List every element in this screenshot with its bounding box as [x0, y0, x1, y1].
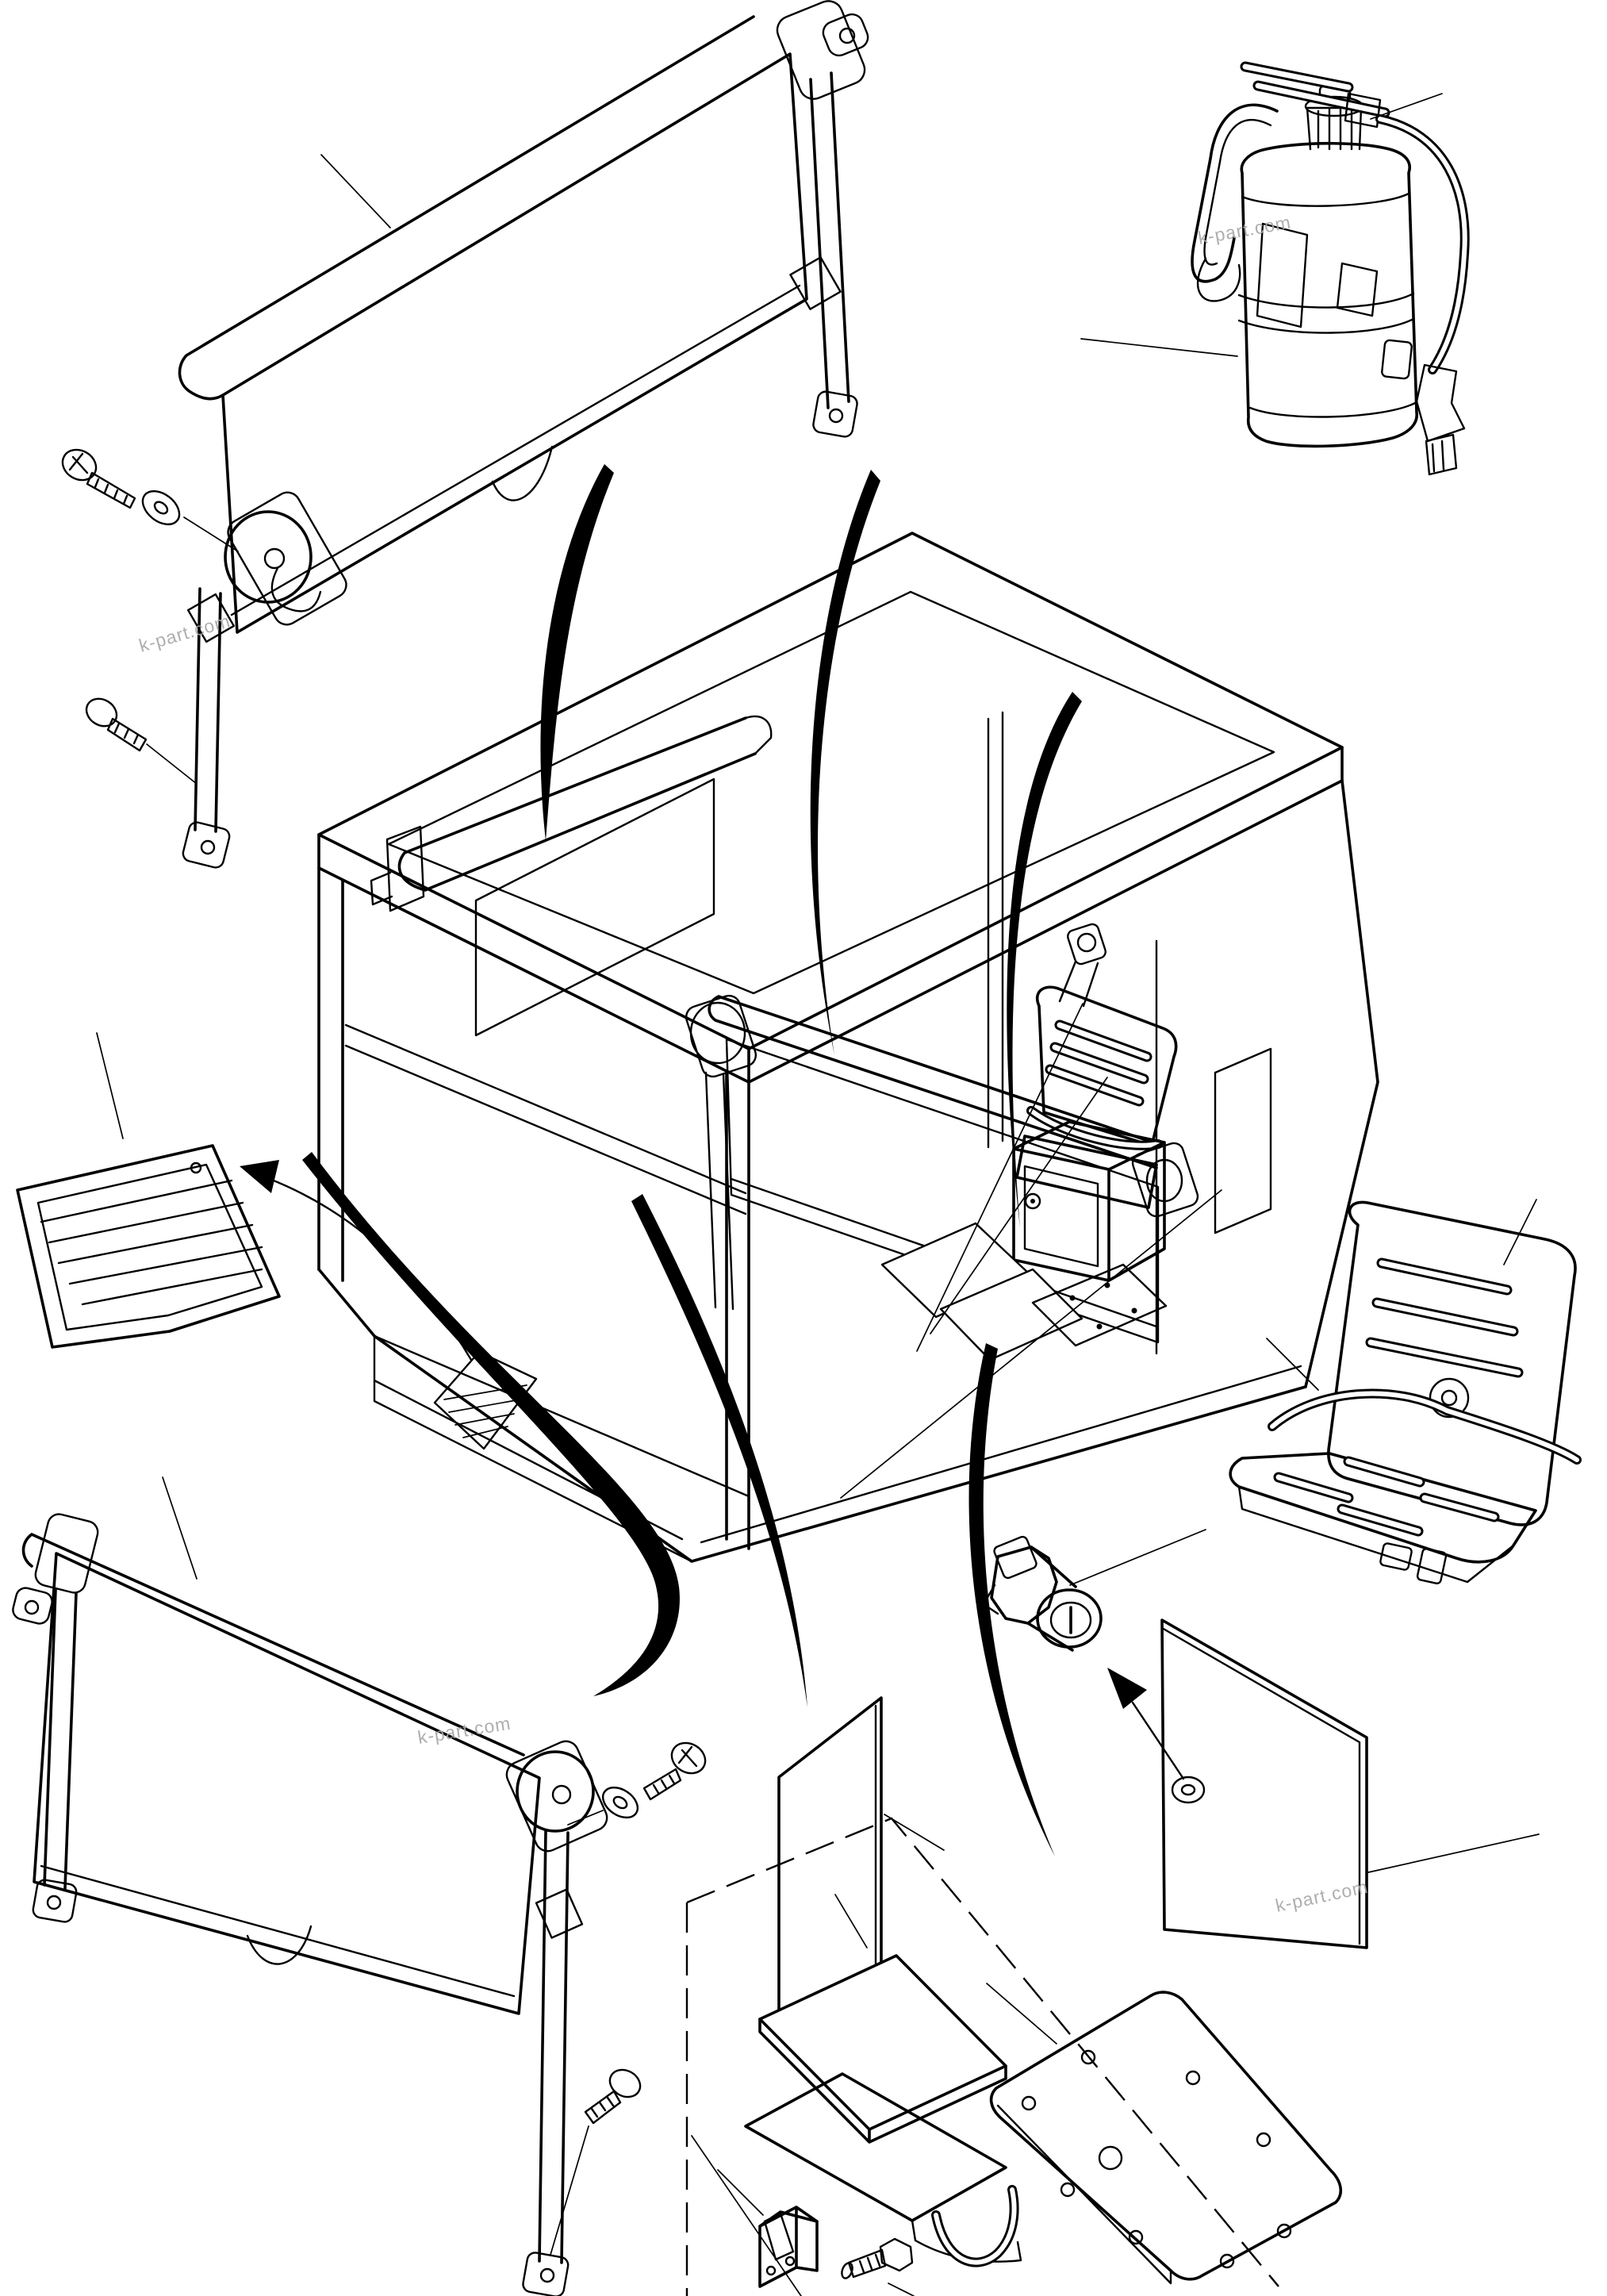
curtain-canvas — [33, 1552, 541, 2015]
tub-bottom-edge — [317, 1268, 1307, 1563]
seat-base — [1237, 1485, 1515, 1584]
mount-bracket — [1191, 103, 1279, 283]
leader-line — [1266, 1338, 1319, 1391]
step-assembly — [685, 1817, 1279, 2296]
leader-line — [320, 154, 391, 228]
left-arm-foot — [32, 1879, 78, 1923]
tub-front-sill — [373, 1334, 1302, 1563]
right-top-bracket — [776, 0, 866, 100]
angle-bracket — [758, 2206, 819, 2288]
leader-line — [1080, 338, 1238, 357]
front-mid-rail — [344, 1023, 747, 1215]
right-arm-foot — [522, 2252, 570, 2296]
tray-outer — [16, 1144, 281, 1349]
nozzle — [1415, 363, 1466, 443]
pull-notch — [491, 445, 554, 501]
washer — [601, 1786, 639, 1819]
curtain-roller-tube — [178, 15, 755, 401]
leader-line — [162, 1476, 198, 1580]
curtain-roller-tube — [21, 1533, 525, 1757]
valve-neck — [1306, 106, 1363, 151]
motion-arrows — [302, 464, 1082, 1856]
washer — [141, 490, 181, 526]
strap-band — [1237, 292, 1415, 334]
assembly-boundary — [685, 1817, 1279, 2296]
swoosh-rear-curtain — [302, 1152, 680, 1696]
watermarks: k-part.com k-part.com k-part.com k-part.… — [136, 212, 1370, 1916]
installed-rear-curtain — [685, 994, 1199, 1344]
leader-line — [1370, 93, 1443, 120]
rear-post — [987, 711, 1004, 1149]
leader-line — [1069, 1529, 1206, 1586]
installed-front-roller — [370, 715, 773, 1037]
watermark: k-part.com — [1274, 1876, 1370, 1916]
arrowhead — [240, 1160, 279, 1193]
mounting-plate — [986, 1983, 1342, 2285]
leader-line — [96, 1032, 124, 1139]
leader-line — [717, 2169, 764, 2216]
key-lock-cylinder — [982, 1529, 1206, 1780]
install-arrow — [1131, 1701, 1185, 1780]
lock-face — [1036, 1588, 1103, 1649]
operator-seat — [1229, 1199, 1582, 1584]
step-cover — [744, 2072, 1022, 2267]
seat-back — [1327, 1200, 1577, 1526]
right-arm — [809, 71, 850, 409]
side-door-opening — [1214, 1047, 1272, 1234]
belt-buckle — [1379, 1542, 1413, 1571]
seat-box — [1012, 1120, 1166, 1282]
nozzle-clip — [1381, 339, 1413, 380]
leader-line — [834, 1894, 868, 1949]
arrowhead — [1107, 1668, 1147, 1709]
fire-extinguisher — [1080, 61, 1470, 476]
curtain-canvas — [221, 52, 808, 634]
left-front-post — [317, 866, 344, 1282]
perforated-step-plate — [758, 1954, 1007, 2144]
swoosh-lock — [968, 1343, 1055, 1856]
panel-grommet — [1171, 1776, 1206, 1804]
positioning-lines — [691, 1003, 1222, 2296]
left-pivot-bracket — [227, 491, 347, 626]
screw — [584, 2068, 642, 2125]
leader-line — [888, 2283, 915, 2296]
hex-bolt — [841, 2237, 914, 2279]
storage-tray — [16, 1032, 473, 1361]
screw — [85, 697, 148, 752]
left-arm-foot — [182, 821, 231, 869]
label — [1256, 222, 1309, 328]
swoosh-extinguisher — [1007, 692, 1082, 1228]
roof-opening — [387, 590, 1275, 995]
leader-line — [1367, 1833, 1540, 1873]
screw — [61, 448, 136, 509]
installed-tray — [433, 1350, 538, 1450]
leader-line — [550, 2125, 589, 2256]
installed-seat — [1015, 923, 1178, 1209]
right-pivot-bracket — [505, 1740, 608, 1853]
label — [1336, 262, 1379, 317]
left-arm — [43, 1588, 78, 1890]
right-arm — [538, 1830, 570, 2264]
swoosh-center — [810, 470, 880, 1055]
leader-line — [567, 1810, 604, 1826]
screw — [642, 1741, 707, 1801]
lock-cam — [993, 1535, 1037, 1580]
leader-line — [183, 516, 239, 552]
left-top-bracket — [34, 1513, 99, 1594]
front-sun-curtain-assembly — [61, 0, 869, 869]
cab-canopy-frame — [317, 532, 1379, 1563]
leader-line — [146, 743, 198, 785]
rear-sun-curtain-assembly — [12, 1476, 707, 2296]
tank — [1240, 141, 1418, 448]
pull-notch — [246, 1925, 313, 1965]
right-arm-foot — [812, 390, 858, 438]
leader-line — [986, 1983, 1057, 2045]
swoosh-front-curtain — [540, 464, 614, 841]
access-panel — [1160, 1618, 1540, 1949]
right-side-profile — [1304, 779, 1379, 1388]
leader-line — [1503, 1199, 1537, 1265]
